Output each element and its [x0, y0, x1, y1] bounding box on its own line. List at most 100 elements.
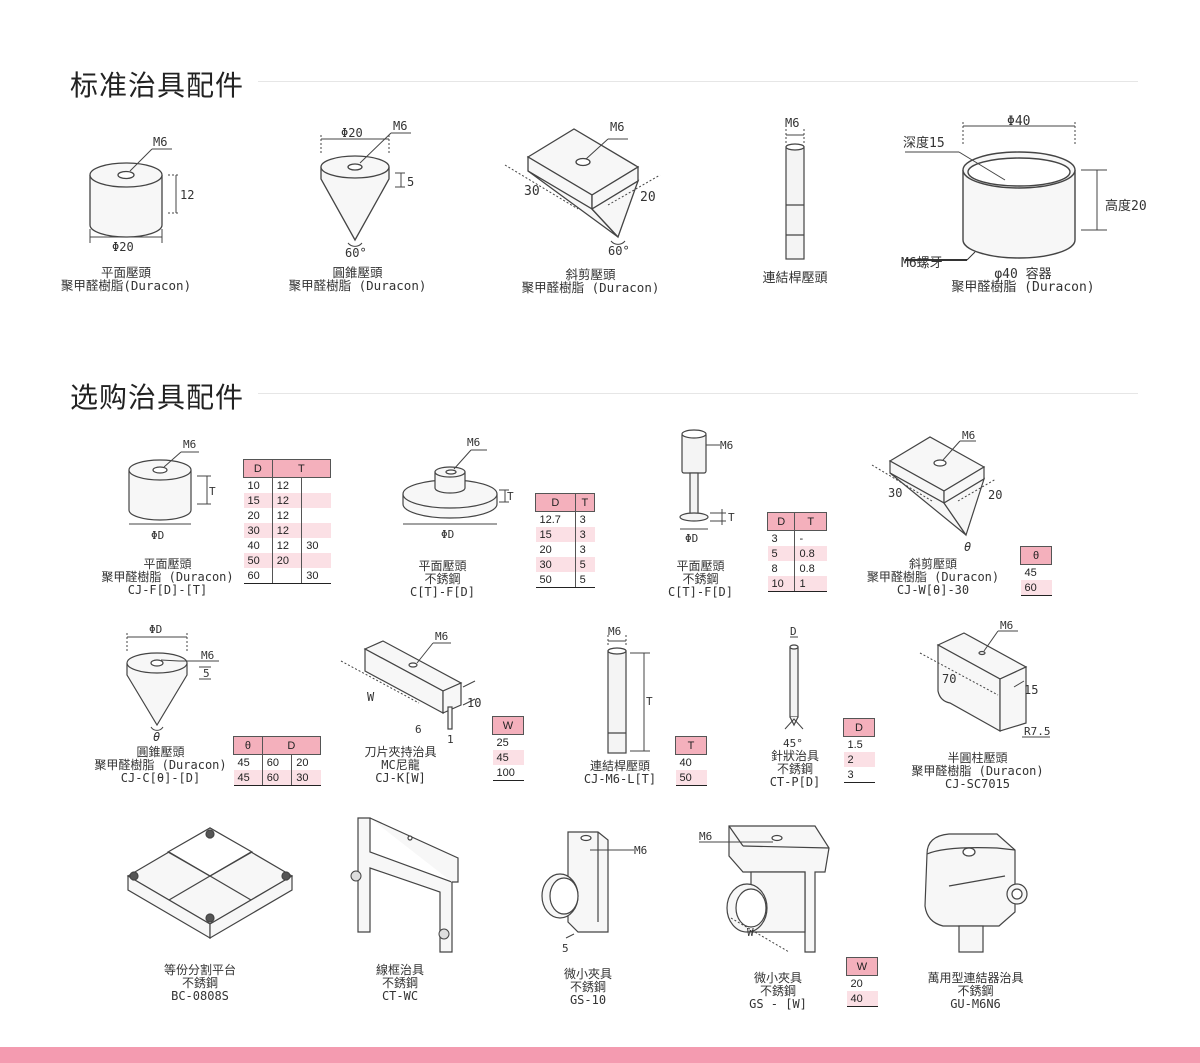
dim-label: M6: [467, 436, 480, 449]
item-name: 線框治具: [375, 963, 424, 977]
dim-label: 5: [203, 667, 210, 680]
table-cell: 40: [247, 539, 260, 552]
item-material: 不銹鋼: [759, 984, 796, 998]
cone-head-drawing: Φ20 M6 5 60°: [320, 119, 414, 260]
item-model: C[T]-F[D]: [667, 585, 734, 599]
dim-label: T: [728, 511, 735, 524]
table-cell: 20: [271, 553, 302, 568]
table-row: 45: [492, 750, 524, 765]
dim-label: 45°: [783, 737, 803, 750]
table-cell: 12: [271, 523, 302, 538]
table-header: T: [675, 736, 707, 755]
item-caption: 斜剪壓頭 聚甲醛樹脂 (Duracon): [508, 268, 673, 294]
item-model: CJ-M6-L[T]: [583, 772, 657, 786]
table-row: 1.5: [844, 737, 875, 753]
item-name: 針狀治具: [770, 749, 819, 763]
dim-label: M6: [699, 830, 712, 843]
item-name: 連結桿壓頭: [762, 271, 828, 286]
item-name: 圓錐壓頭: [136, 745, 185, 759]
table-cell: 12: [271, 538, 302, 553]
item-caption: 萬用型連結器治具 不銹鋼 GU-M6N6: [918, 972, 1033, 1011]
item-caption: 平面壓頭 聚甲醛樹脂(Duracon): [56, 266, 196, 292]
dim-label: M6: [720, 439, 733, 452]
table-cell: [301, 523, 331, 538]
item-name: 平面壓頭: [418, 559, 467, 573]
dim-label: M6: [785, 116, 799, 130]
table-cell: [301, 508, 331, 523]
table-cell: 60: [1020, 580, 1052, 596]
item-name: 平面壓頭: [676, 559, 725, 573]
dim-label: M6: [610, 120, 624, 134]
dim-label: R7.5: [1024, 725, 1051, 738]
item-material: 不銹鋼: [569, 980, 606, 994]
dim-label: W: [747, 926, 754, 939]
table-row: 20: [847, 976, 878, 992]
table-cell: 30: [301, 568, 331, 584]
dim-label: 12: [180, 188, 194, 202]
table-header: D: [535, 493, 576, 512]
table-header: W: [846, 957, 878, 976]
item-name: 微小夾具: [563, 967, 612, 981]
dim-label: 60°: [345, 246, 367, 260]
table-cell: 12: [271, 477, 302, 493]
table-cell: 0.8: [794, 546, 827, 561]
table-cell: 30: [243, 523, 273, 538]
table-cell: 10: [247, 479, 260, 492]
table-row: 3: [843, 767, 875, 783]
item-caption: 圓錐壓頭 聚甲醛樹脂 (Duracon) CJ-C[θ]-[D]: [88, 746, 233, 785]
table-cell: 15: [535, 527, 576, 542]
table-cell: 3: [843, 767, 875, 783]
table-cell: 2: [843, 752, 875, 767]
table-cell: 12: [271, 508, 302, 523]
table-cell: 1: [794, 576, 827, 592]
item-model: GS - [W]: [749, 997, 807, 1011]
table-cell: 45: [233, 770, 263, 786]
table-cell: 3: [574, 527, 595, 542]
item-material: MC尼龍: [381, 758, 420, 772]
item-material: 不銹鋼: [181, 976, 218, 990]
table-cell: 30: [291, 770, 321, 786]
dim-label: θ: [153, 730, 160, 744]
table-cell: [301, 493, 331, 508]
table-header: θ: [1020, 546, 1052, 565]
dim-label: T: [646, 695, 653, 708]
table-cell: 3: [574, 542, 595, 557]
item-caption: 平面壓頭 不銹鋼 C[T]-F[D]: [395, 560, 490, 599]
item-name: 圓錐壓頭: [332, 265, 383, 280]
item-model: CT-P[D]: [769, 775, 821, 789]
dim-label: M6: [153, 135, 167, 149]
dim-label: M6螺牙: [901, 256, 943, 271]
item-model: CJ-SC7015: [944, 777, 1011, 791]
item-material: 聚甲醛樹脂 (Duracon): [911, 764, 1044, 778]
item-caption: 平面壓頭 不銹鋼 C[T]-F[D]: [658, 560, 743, 599]
table-cell: 45: [1024, 566, 1037, 579]
item-material: 聚甲醛樹脂 (Duracon): [101, 570, 234, 584]
item-material: 聚甲醛樹脂 (Duracon): [951, 280, 1095, 295]
item-model: CT-WC: [381, 989, 419, 1003]
shear-head-drawing: M6 30 20 60°: [504, 120, 661, 258]
item-material: 不銹鋼: [682, 572, 719, 586]
table-cell: 10: [767, 576, 795, 592]
table-header: T: [794, 512, 827, 531]
item-caption: 半圓柱壓頭 聚甲醛樹脂 (Duracon) CJ-SC7015: [905, 752, 1050, 791]
table-cell: 12.7: [539, 513, 561, 526]
dim-label: 60°: [608, 244, 630, 258]
table-cell: 25: [496, 736, 509, 749]
flat-head-steel-drawing: M6 T ΦD: [402, 436, 514, 541]
table-cell: [271, 568, 302, 584]
table-cell: 60: [261, 770, 292, 786]
